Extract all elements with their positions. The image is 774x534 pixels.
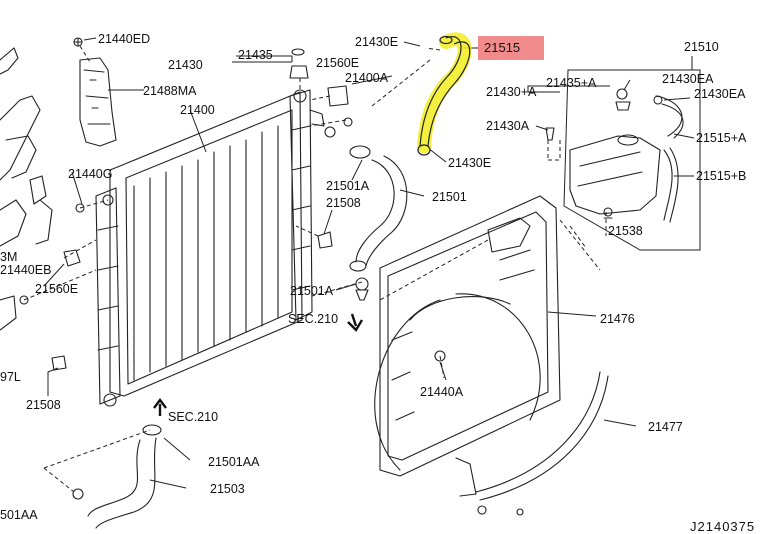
label-21430-plus-a[interactable]: 21430+A xyxy=(486,85,537,99)
label-21430e-top[interactable]: 21430E xyxy=(355,35,399,49)
label-21430a[interactable]: 21430A xyxy=(486,119,530,133)
label-21440g[interactable]: 21440G xyxy=(68,167,113,181)
label-21515-plus-b[interactable]: 21515+B xyxy=(696,169,747,183)
label-21501a-bottom[interactable]: 21501A xyxy=(290,284,334,298)
label-97l[interactable]: 97L xyxy=(0,370,21,384)
label-21440a[interactable]: 21440A xyxy=(420,385,464,399)
label-21501[interactable]: 21501 xyxy=(432,190,467,204)
label-21508-left[interactable]: 21508 xyxy=(26,398,61,412)
label-21430e-bottom[interactable]: 21430E xyxy=(448,156,492,170)
label-21400a[interactable]: 21400A xyxy=(345,71,389,85)
label-21440eb[interactable]: 21440EB xyxy=(0,263,52,277)
left-bracket-parts xyxy=(0,47,53,331)
cap-21435 xyxy=(289,65,309,79)
hose-21515b xyxy=(663,149,673,221)
diagram-id: J2140375 xyxy=(690,519,756,534)
sec-210-arrow-up xyxy=(153,398,167,416)
label-sec210-left[interactable]: SEC.210 xyxy=(168,410,219,424)
label-21430ea-mid[interactable]: 21430EA xyxy=(694,87,746,101)
label-21510[interactable]: 21510 xyxy=(684,40,719,54)
label-21488ma[interactable]: 21488MA xyxy=(143,84,197,98)
label-21435a[interactable]: 21435+A xyxy=(546,76,597,90)
hose-21501 xyxy=(349,145,408,272)
shroud-lower-21477 xyxy=(455,371,609,516)
label-21515[interactable]: 21515 xyxy=(484,40,521,55)
reservoir-21510 xyxy=(569,134,661,219)
sec-210-arrow-down xyxy=(347,313,364,332)
hose-21515a xyxy=(655,95,683,137)
hose-21503 xyxy=(72,424,162,529)
label-21501a-top[interactable]: 21501A xyxy=(326,179,370,193)
label-3m[interactable]: 3M xyxy=(0,250,18,264)
label-21503[interactable]: 21503 xyxy=(210,482,245,496)
highlight-tag xyxy=(478,36,544,60)
radiator-21400 xyxy=(95,89,336,407)
shroud-21476 xyxy=(374,195,561,477)
label-sec210-right[interactable]: SEC.210 xyxy=(288,312,339,326)
label-21430[interactable]: 21430 xyxy=(168,58,203,72)
label-21477[interactable]: 21477 xyxy=(648,420,683,434)
label-21476[interactable]: 21476 xyxy=(600,312,635,326)
label-21538[interactable]: 21538 xyxy=(608,224,643,238)
bracket-21488ma xyxy=(79,57,117,147)
label-21560e-mid[interactable]: 21560E xyxy=(316,56,360,70)
label-21400[interactable]: 21400 xyxy=(180,103,215,117)
label-21440ed[interactable]: 21440ED xyxy=(98,32,151,46)
label-21430ea-top[interactable]: 21430EA xyxy=(662,72,714,86)
label-21560e-left[interactable]: 21560E xyxy=(35,282,79,296)
label-21508-mid[interactable]: 21508 xyxy=(326,196,361,210)
highlighted-hose-21515 xyxy=(417,32,472,156)
label-21435[interactable]: 21435 xyxy=(238,48,273,62)
label-21501aa[interactable]: 21501AA xyxy=(208,455,260,469)
label-21501aa-left[interactable]: 501AA xyxy=(0,508,38,522)
label-21515-plus-a[interactable]: 21515+A xyxy=(696,131,747,145)
reservoir-box xyxy=(563,69,701,251)
